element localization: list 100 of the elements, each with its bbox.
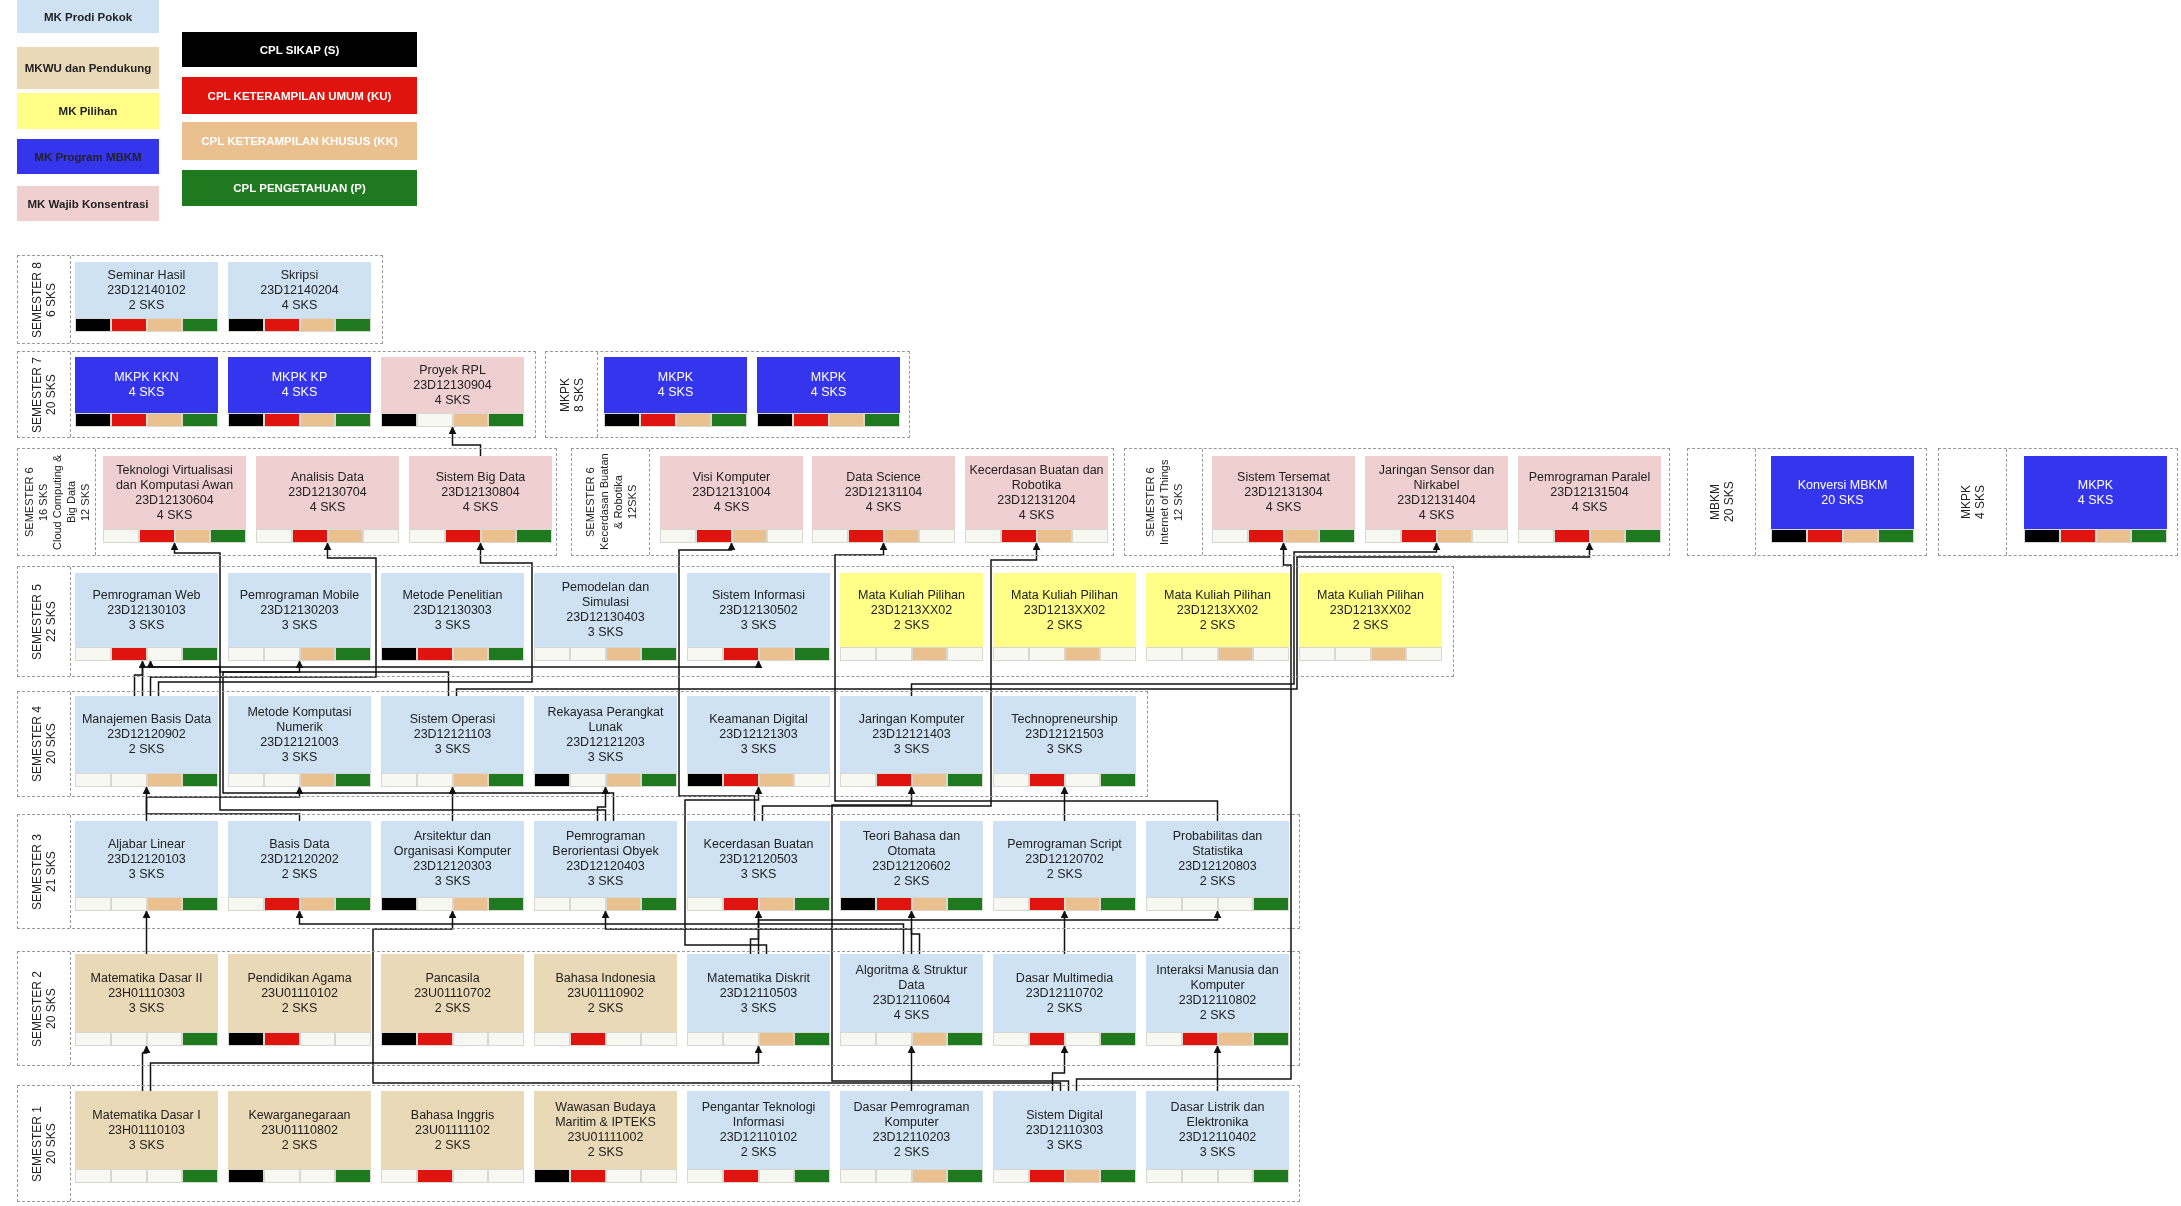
course-name: Konversi MBKM [1797, 477, 1888, 493]
course-card [965, 456, 1108, 543]
semester-panel [571, 448, 1114, 556]
panel-label: SEMESTER 1 [30, 1104, 44, 1184]
credit-label: 2 SKS [893, 1145, 930, 1160]
course-card [75, 573, 218, 661]
course-name: Teori Bahasa dan Otomata [861, 829, 962, 859]
course-name: Wawasan Budaya Maritim & IPTEKS [554, 1100, 657, 1130]
course-code: 23D12121103 [413, 727, 492, 742]
arrow [1213, 1045, 1222, 1092]
course-card [228, 357, 371, 427]
course-code: 23D12131104 [844, 485, 923, 500]
arrow [146, 660, 607, 822]
credit-label: 2 SKS [1046, 866, 1083, 882]
course-code: 23U01111102 [415, 1122, 490, 1138]
course-code: 23D12131304 [1244, 485, 1323, 500]
course-name: Metode Komputasi Numerik [246, 704, 353, 735]
course-name: Sistem Operasi [409, 712, 496, 727]
arrow [141, 660, 763, 697]
credit-label: 4 SKS [865, 500, 902, 515]
course-name: Dasar Listrik dan Elektronika [1169, 1100, 1266, 1130]
course-name: Pancasila [425, 970, 480, 986]
course-name: Matematika Dasar I [92, 1107, 201, 1123]
course-name: Dasar Pemrograman Komputer [852, 1100, 971, 1130]
credit-label: 4 SKS [281, 297, 318, 313]
course-code: 23D12120902 [107, 727, 186, 742]
course-name: Pendidikan Agama [247, 970, 352, 986]
course-name: MKPK [810, 370, 847, 385]
panel-label: 21 SKS [44, 850, 58, 894]
arrow [761, 542, 1041, 822]
course-code: 23D12130303 [413, 602, 492, 618]
course-card [812, 456, 955, 543]
credit-label: 2 SKS [1199, 1008, 1236, 1023]
course-card [381, 821, 524, 911]
panel-label: 12SKS [624, 483, 639, 522]
panel-label: 20 SKS [44, 987, 58, 1031]
panel-label: SEMESTER 7 [30, 355, 44, 434]
credit-label: 2 SKS [893, 617, 930, 633]
course-card [604, 357, 747, 427]
course-card [2024, 456, 2167, 543]
course-code: 23U01110702 [414, 985, 491, 1001]
arrow [757, 910, 1222, 955]
course-code: 23D12130904 [413, 377, 492, 393]
credit-label: 4 SKS [893, 1008, 930, 1023]
course-name: Interaksi Manusia dan Komputer [1155, 963, 1280, 993]
panel-label: Kecerdasan Buatan & Robotika [596, 452, 625, 552]
course-name: Basis Data [269, 836, 330, 852]
arrow [834, 542, 1219, 822]
arrow [295, 910, 905, 955]
course-card [993, 573, 1136, 661]
course-card [687, 696, 830, 787]
legend-label: MK Program MBKM [34, 149, 142, 164]
legend-label: CPL PENGETAHUAN (P) [233, 181, 366, 195]
course-card [75, 696, 218, 787]
arrow [910, 542, 1441, 697]
course-code: 23D12131404 [1397, 492, 1476, 508]
panel-label: SEMESTER 6 [21, 466, 36, 539]
course-card [687, 573, 830, 661]
course-card [228, 262, 371, 332]
course-card [687, 821, 830, 911]
course-code: 23D12120702 [1025, 851, 1104, 867]
course-name: Proyek RPL [419, 362, 486, 378]
course-name: Skripsi [280, 267, 319, 283]
course-card [840, 821, 983, 911]
course-card [534, 821, 677, 911]
course-code: 23D12140204 [260, 282, 339, 298]
arrow [372, 910, 1062, 1092]
credit-label: 4 SKS [810, 385, 847, 400]
panel-label: Cloud Computing & Big Data [49, 453, 78, 552]
credit-label: 2 SKS [587, 1145, 624, 1160]
credit-label: 4 SKS [434, 392, 471, 408]
course-card [534, 696, 677, 787]
semester-panel [1687, 448, 1927, 556]
course-code: 23D1213XX02 [1023, 602, 1106, 618]
course-name: Sistem Tersemat [1237, 470, 1330, 485]
course-name: Kecerdasan Buatan [703, 836, 814, 852]
course-card [381, 954, 524, 1046]
course-name: Rekayasa Perangkat Lunak [546, 704, 665, 735]
credit-label: 3 SKS [1199, 1145, 1236, 1160]
course-card [228, 573, 371, 661]
course-name: Pemrograman Script [1007, 836, 1122, 852]
panel-label: MBKM [1707, 483, 1722, 522]
arrow [448, 426, 482, 457]
course-name: Sistem Informasi [711, 587, 806, 603]
course-name: Aljabar Linear [107, 836, 186, 852]
course-name: Pemrograman Web [92, 587, 201, 603]
credit-label: 2 SKS [1199, 617, 1236, 633]
credit-label: 2 SKS [128, 297, 165, 313]
course-code: 23D12120403 [566, 859, 645, 874]
course-name: Sistem Big Data [435, 470, 526, 485]
course-card [993, 954, 1136, 1046]
course-code: 23D12121203 [566, 734, 645, 750]
course-name: Mata Kuliah Pilihan [1164, 587, 1271, 603]
course-card [993, 696, 1136, 787]
course-name: Analisis Data [291, 470, 364, 485]
course-name: Pemrograman Paralel [1528, 470, 1651, 485]
course-name: Data Science [846, 470, 921, 485]
course-card [840, 1091, 983, 1183]
credit-label: 3 SKS [1046, 1137, 1083, 1153]
course-card [103, 456, 246, 543]
